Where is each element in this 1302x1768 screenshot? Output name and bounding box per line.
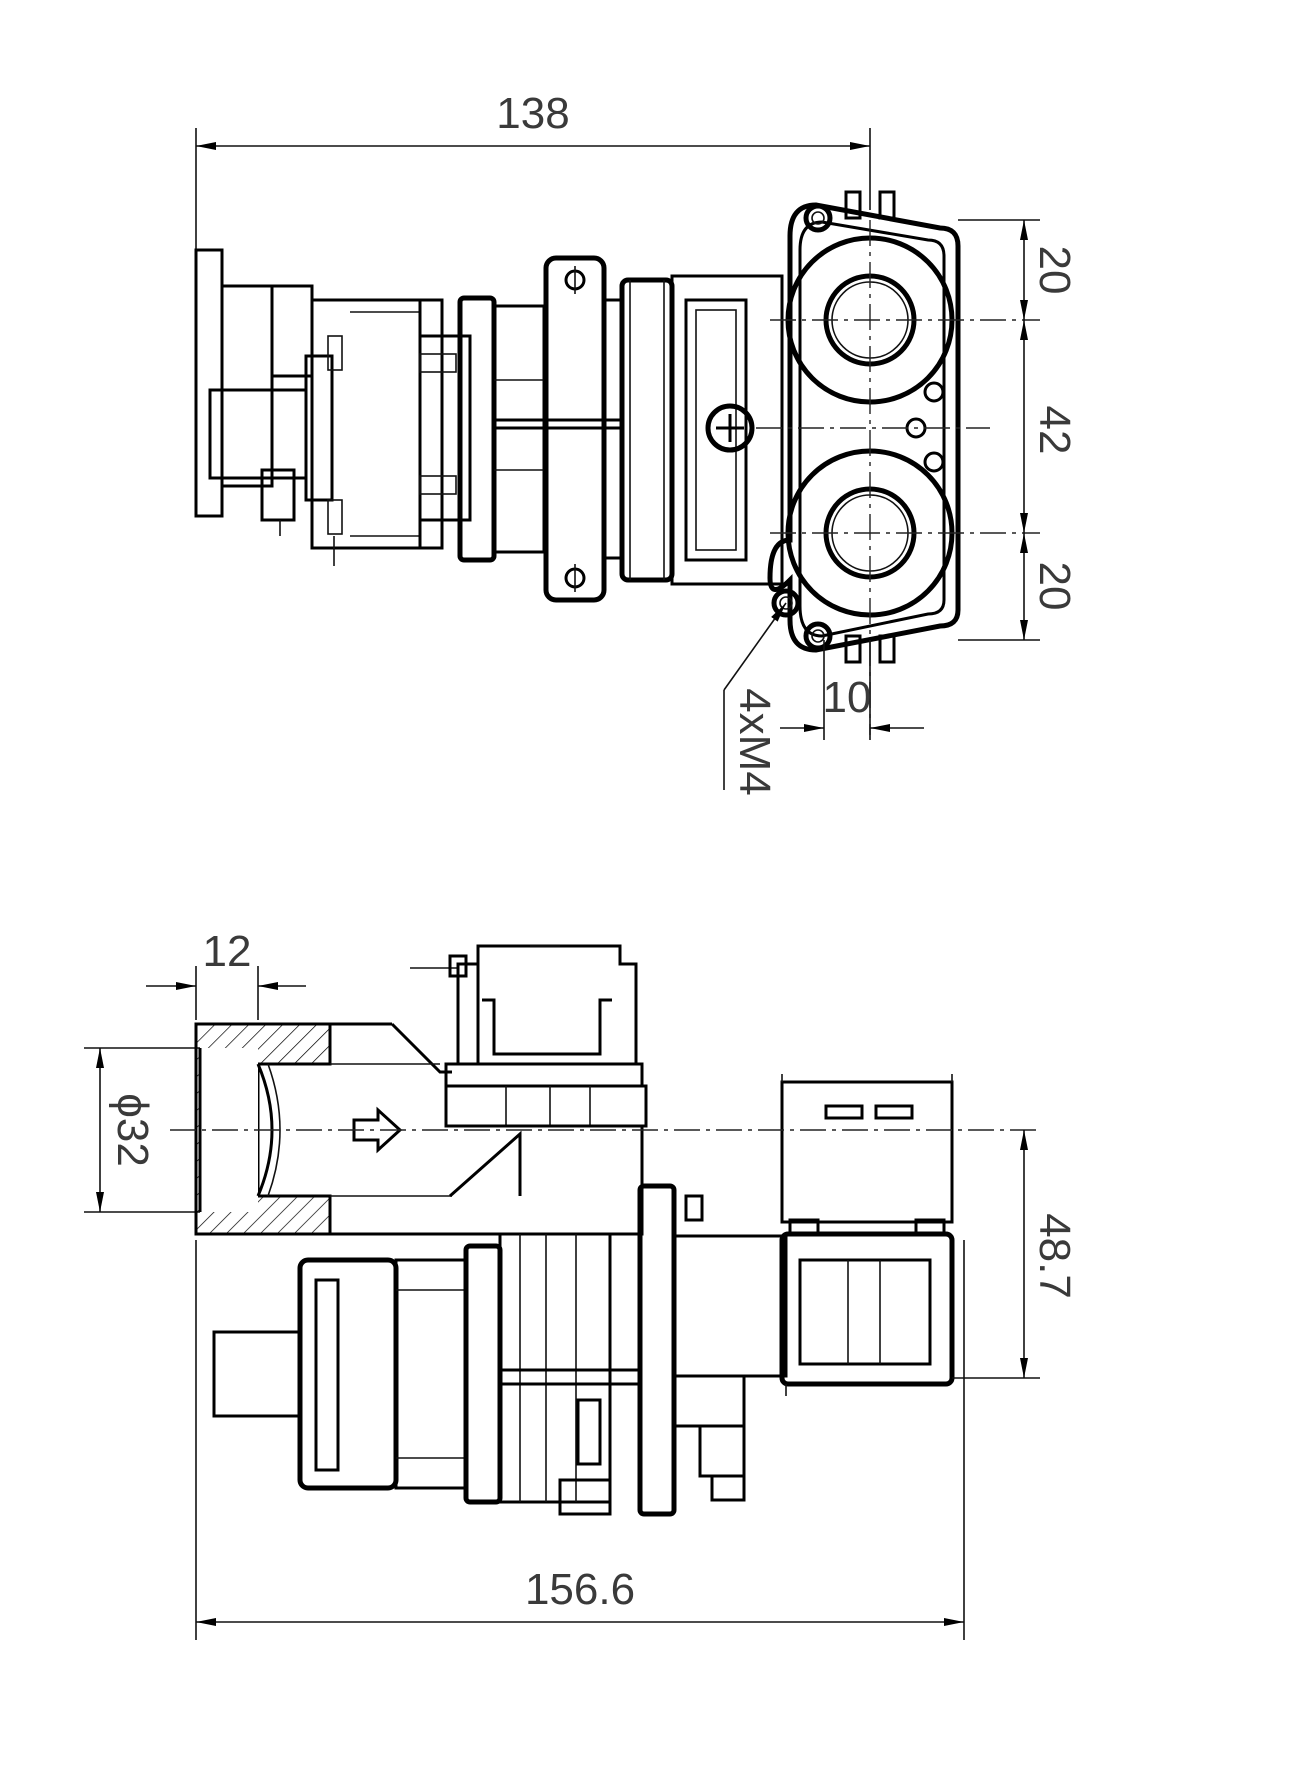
dim-lower-offset-label: 20 [1030,562,1079,611]
side-view: 12 ϕ32 [84,927,1079,1640]
dimension-48-7: 48.7 [952,1130,1079,1379]
dimension-12: 12 [146,927,306,1020]
thread-callout-label: 4xM4 [730,688,779,796]
dim-spacing-label: 42 [1030,406,1079,455]
top-view: 138 [194,89,1079,796]
dim-outlet-height-label: 48.7 [1030,1213,1079,1299]
thread-callout: 4xM4 [723,602,787,796]
outlet-connector [779,1074,955,1396]
lower-body [212,1183,788,1517]
inlet-flange [194,248,314,536]
dim-inlet-length-label: 12 [203,927,252,976]
middle-body [602,274,784,586]
dimension-10: 10 [780,640,924,740]
dimension-156-6: 156.6 [195,1240,965,1640]
dim-upper-offset-label: 20 [1030,246,1079,295]
dim-total-length-label: 156.6 [525,1565,635,1614]
dim-hole-offset-label: 10 [823,673,872,722]
flange-rings [457,295,620,563]
dim-inlet-diameter-label: ϕ32 [108,1093,157,1167]
actuator-body [304,298,472,566]
dimension-138: 138 [195,89,871,260]
inlet-section [194,1022,522,1236]
dimension-phi32: ϕ32 [84,1047,200,1213]
flow-arrow-icon [352,1106,403,1154]
dim-width-label: 138 [496,89,569,138]
upper-solenoid [410,944,648,1236]
dimension-stack-right: 20 42 20 [958,219,1079,641]
manifold-block [767,190,961,664]
